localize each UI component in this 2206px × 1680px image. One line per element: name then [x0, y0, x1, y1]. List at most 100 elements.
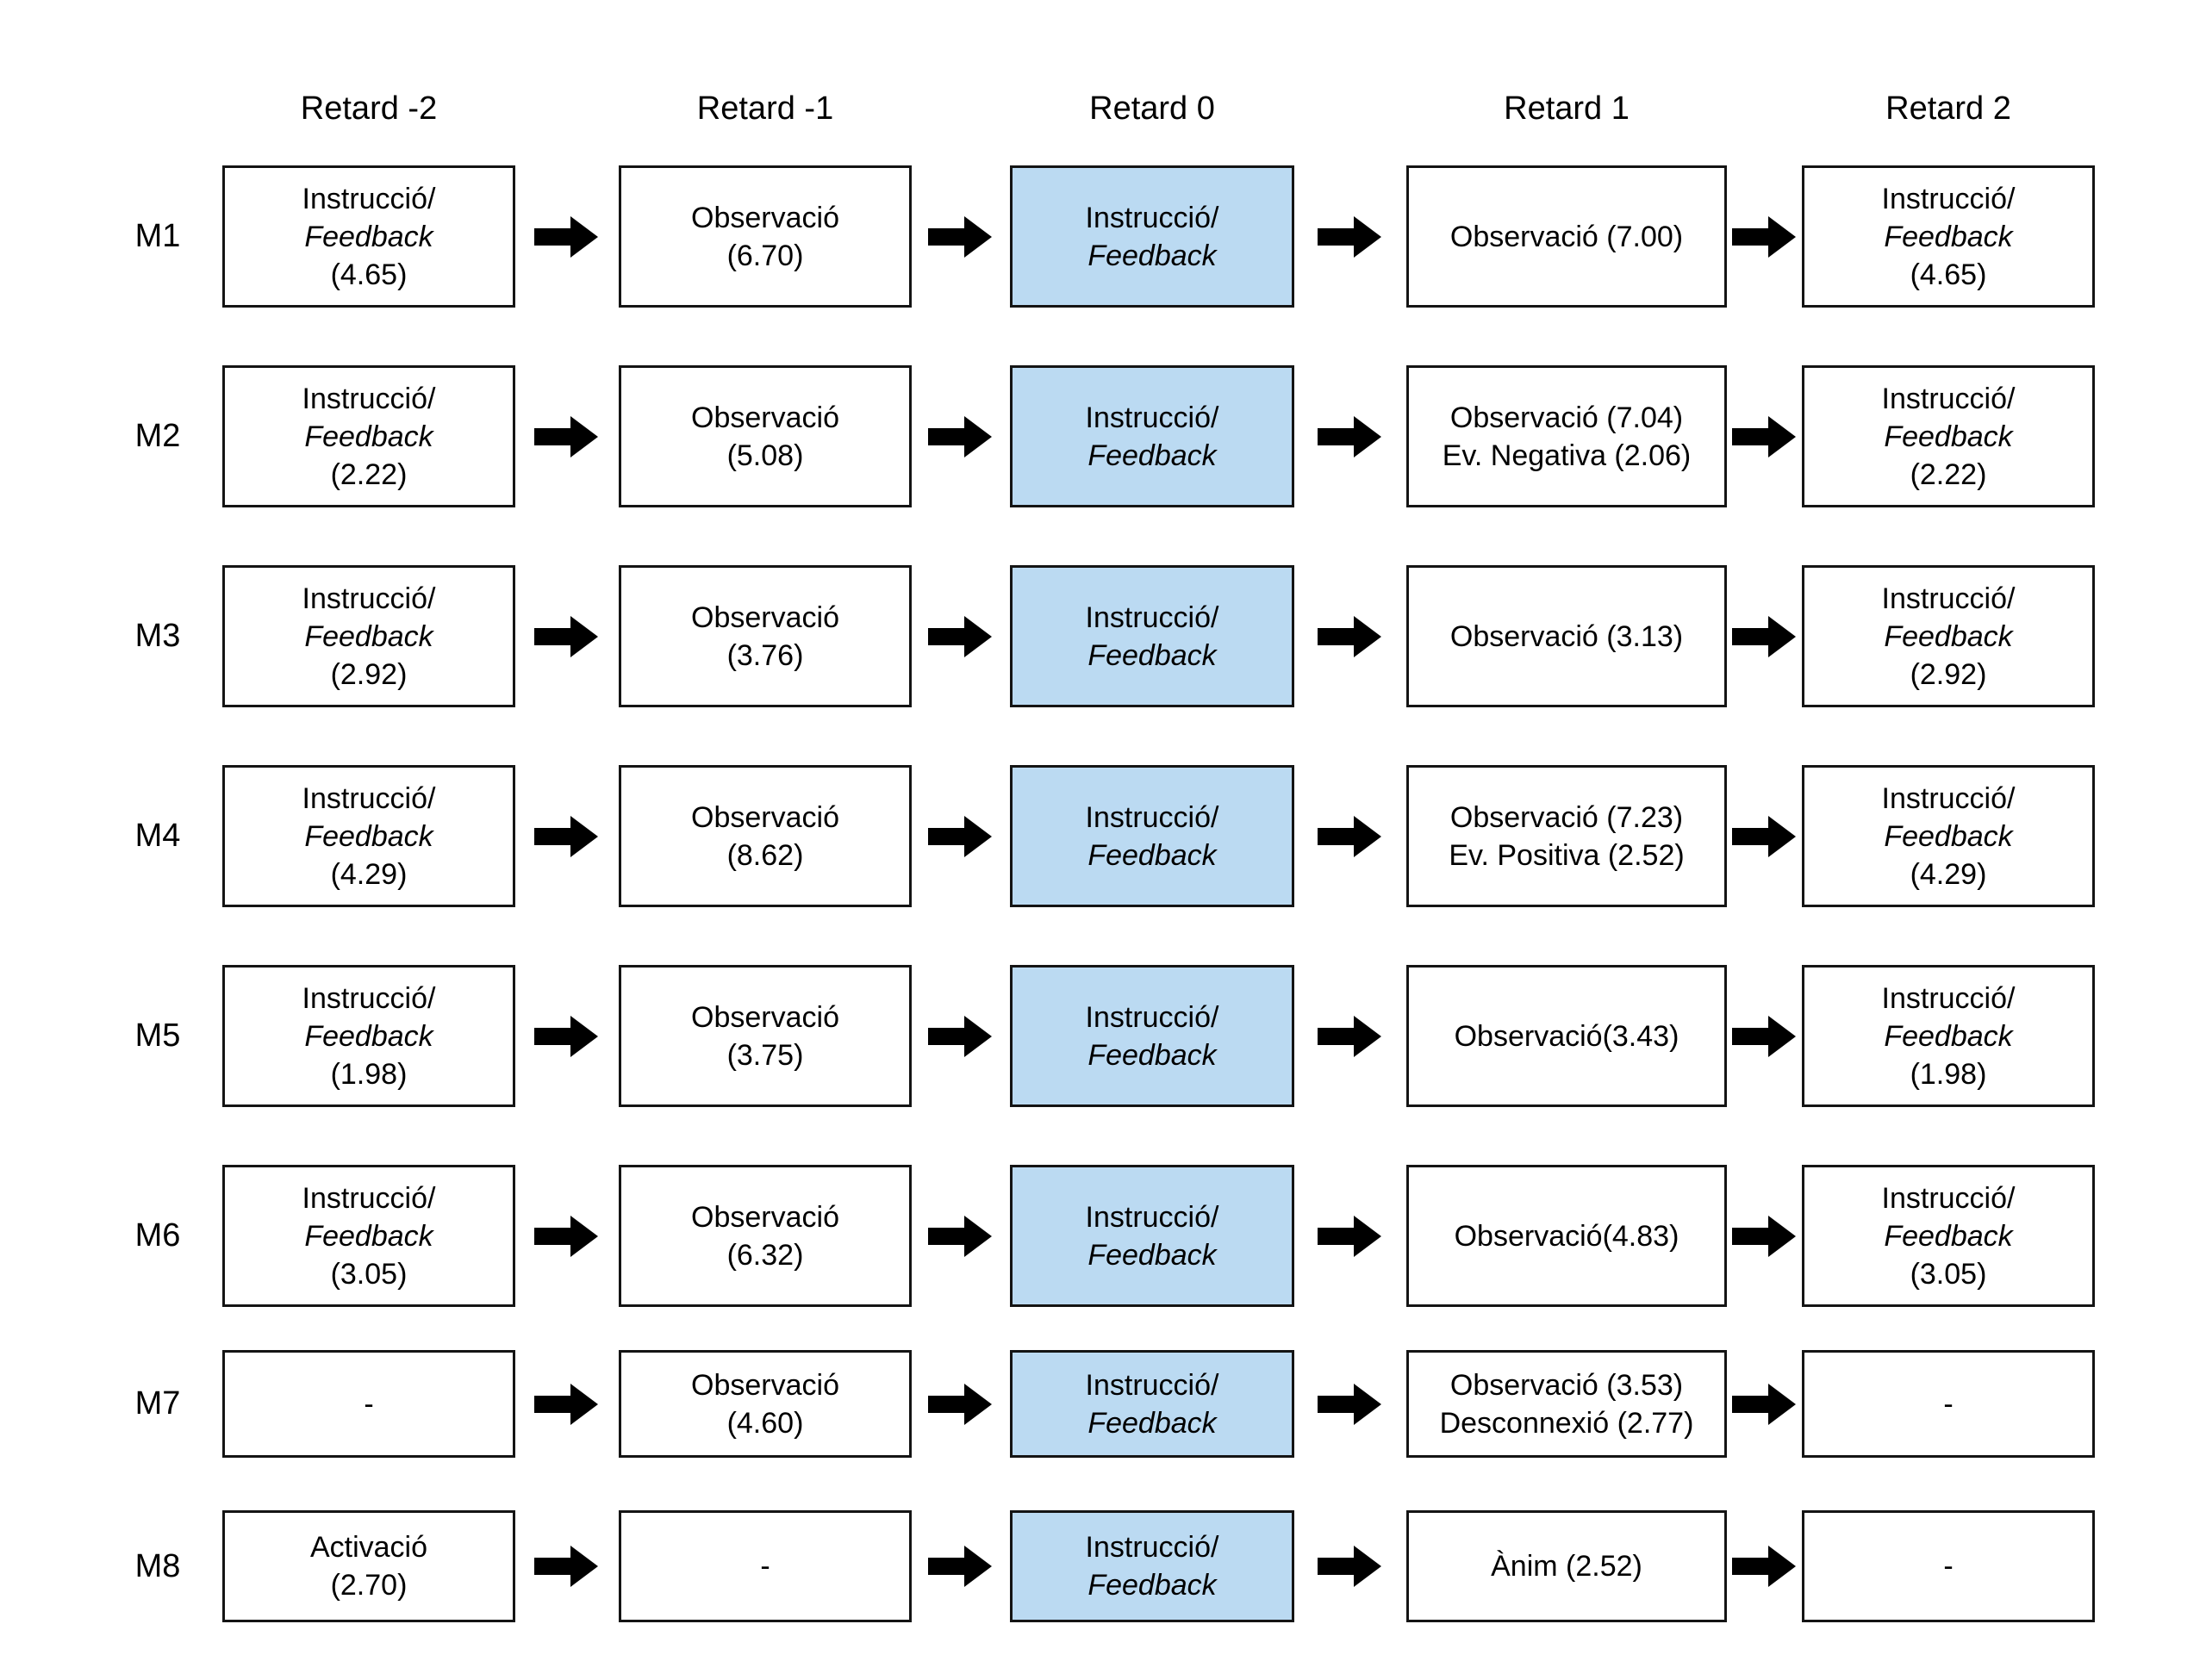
- arrow-right-icon: [1318, 1015, 1381, 1057]
- flow-box: Instrucció/Feedback(2.22): [222, 365, 515, 507]
- box-text-line: Instrucció/: [1881, 781, 2016, 815]
- row-label: M7: [134, 1385, 181, 1422]
- arrow-right-icon: [1731, 415, 1796, 457]
- box-text-line: Activació: [309, 1531, 428, 1564]
- box-text-line: Feedback: [1087, 1238, 1217, 1272]
- box-text-line: (4.60): [726, 1406, 804, 1440]
- flow-box: Instrucció/Feedback(4.29): [1802, 765, 2095, 907]
- arrow-right-icon: [534, 615, 598, 657]
- arrow-cell: [912, 213, 1010, 261]
- box-text-line: (6.32): [726, 1238, 804, 1272]
- row-label: M2: [134, 418, 181, 454]
- flow-box: Instrucció/Feedback(4.29): [222, 765, 515, 907]
- box-text-line: (1.98): [1910, 1057, 1987, 1091]
- arrow-right-icon: [1318, 1546, 1381, 1587]
- arrow-right-icon: [1731, 215, 1796, 258]
- flow-box: Instrucció/Feedback(3.05): [222, 1165, 515, 1307]
- arrow-right-icon: [534, 415, 598, 457]
- column-header-retard-0: Retard 0: [1089, 90, 1215, 127]
- arrow-cell: [1727, 413, 1802, 461]
- arrow-cell: [1294, 613, 1406, 661]
- arrow-cell: [515, 1542, 619, 1590]
- arrow-right-icon: [534, 1015, 598, 1057]
- box-text-line: (4.65): [330, 258, 408, 291]
- arrow-right-icon: [928, 1383, 992, 1425]
- arrow-cell: [515, 413, 619, 461]
- box-text-line: (1.98): [330, 1057, 408, 1091]
- box-text-line: Ànim (2.52): [1491, 1550, 1642, 1583]
- box-text-line: Feedback: [1087, 1569, 1217, 1602]
- box-text-line: Feedback: [304, 619, 433, 653]
- box-text-line: Feedback: [1884, 819, 2013, 853]
- box-text-line: (2.70): [330, 1569, 408, 1602]
- box-text-line: Instrucció/: [1085, 201, 1219, 234]
- box-text-line: (2.22): [330, 457, 408, 491]
- box-text-line: (2.92): [1910, 657, 1987, 691]
- column-headers: Retard -2 Retard -1 Retard 0 Retard 1 Re…: [0, 0, 2206, 128]
- arrow-cell: [515, 812, 619, 861]
- box-text-line: Instrucció/: [1085, 1200, 1219, 1234]
- flow-box: -: [1802, 1350, 2095, 1458]
- arrow-right-icon: [534, 1383, 598, 1425]
- box-text-line: Feedback: [1087, 1406, 1217, 1440]
- column-header-retard-1: Retard 1: [1504, 90, 1630, 127]
- arrow-right-icon: [534, 1546, 598, 1587]
- box-text-line: Feedback: [304, 420, 433, 453]
- flow-box-highlighted: Instrucció/Feedback: [1010, 1510, 1294, 1622]
- box-text-line: (3.05): [330, 1257, 408, 1291]
- arrow-cell: [1294, 1380, 1406, 1428]
- box-text-line: Feedback: [1087, 1038, 1217, 1072]
- flow-box: Observació(8.62): [619, 765, 912, 907]
- box-text-line: Feedback: [1884, 1219, 2013, 1253]
- box-text-line: Instrucció/: [302, 1181, 436, 1215]
- arrow-cell: [1727, 1012, 1802, 1061]
- box-text-line: Instrucció/: [1881, 1181, 2016, 1215]
- box-text-line: Instrucció/: [1881, 182, 2016, 215]
- box-text-line: Observació (7.04): [1449, 401, 1684, 434]
- box-text-line: (3.76): [726, 638, 804, 672]
- arrow-cell: [1294, 1212, 1406, 1260]
- box-text-line: Feedback: [304, 1019, 433, 1053]
- flow-box: Observació (3.53)Desconnexió (2.77): [1406, 1350, 1727, 1458]
- box-text-line: Observació (3.53): [1449, 1368, 1684, 1402]
- box-text-line: Instrucció/: [1085, 1531, 1219, 1564]
- box-text-line: Feedback: [304, 220, 433, 253]
- arrow-cell: [515, 213, 619, 261]
- box-text-line: Instrucció/: [1881, 981, 2016, 1015]
- flow-box: Instrucció/Feedback(1.98): [1802, 965, 2095, 1107]
- flow-box: Observació (3.13): [1406, 565, 1727, 707]
- box-text-line: Instrucció/: [1881, 382, 2016, 415]
- column-header-retard-minus-2: Retard -2: [300, 90, 438, 127]
- arrow-right-icon: [928, 615, 992, 657]
- arrow-right-icon: [1318, 615, 1381, 657]
- arrow-cell: [912, 812, 1010, 861]
- box-text-line: Observació: [691, 1200, 839, 1234]
- box-text-line: Observació (7.23): [1449, 800, 1684, 834]
- flow-box-highlighted: Instrucció/Feedback: [1010, 1165, 1294, 1307]
- arrow-right-icon: [1731, 1383, 1796, 1425]
- flow-box-highlighted: Instrucció/Feedback: [1010, 365, 1294, 507]
- arrow-cell: [1294, 812, 1406, 861]
- box-text-line: Observació: [691, 600, 839, 634]
- flow-box: -: [1802, 1510, 2095, 1622]
- arrow-cell: [1727, 1212, 1802, 1260]
- flow-box: Instrucció/Feedback(3.05): [1802, 1165, 2095, 1307]
- box-text-line: Feedback: [1884, 619, 2013, 653]
- box-text-line: Observació: [691, 201, 839, 234]
- row-label: M1: [134, 218, 181, 254]
- flow-box: Instrucció/Feedback(2.92): [222, 565, 515, 707]
- arrow-right-icon: [1318, 815, 1381, 857]
- flow-box: Instrucció/Feedback(4.65): [1802, 165, 2095, 308]
- box-text-line: -: [1943, 1387, 1954, 1421]
- flow-box: Observació(3.43): [1406, 965, 1727, 1107]
- arrow-cell: [912, 1380, 1010, 1428]
- arrow-right-icon: [928, 815, 992, 857]
